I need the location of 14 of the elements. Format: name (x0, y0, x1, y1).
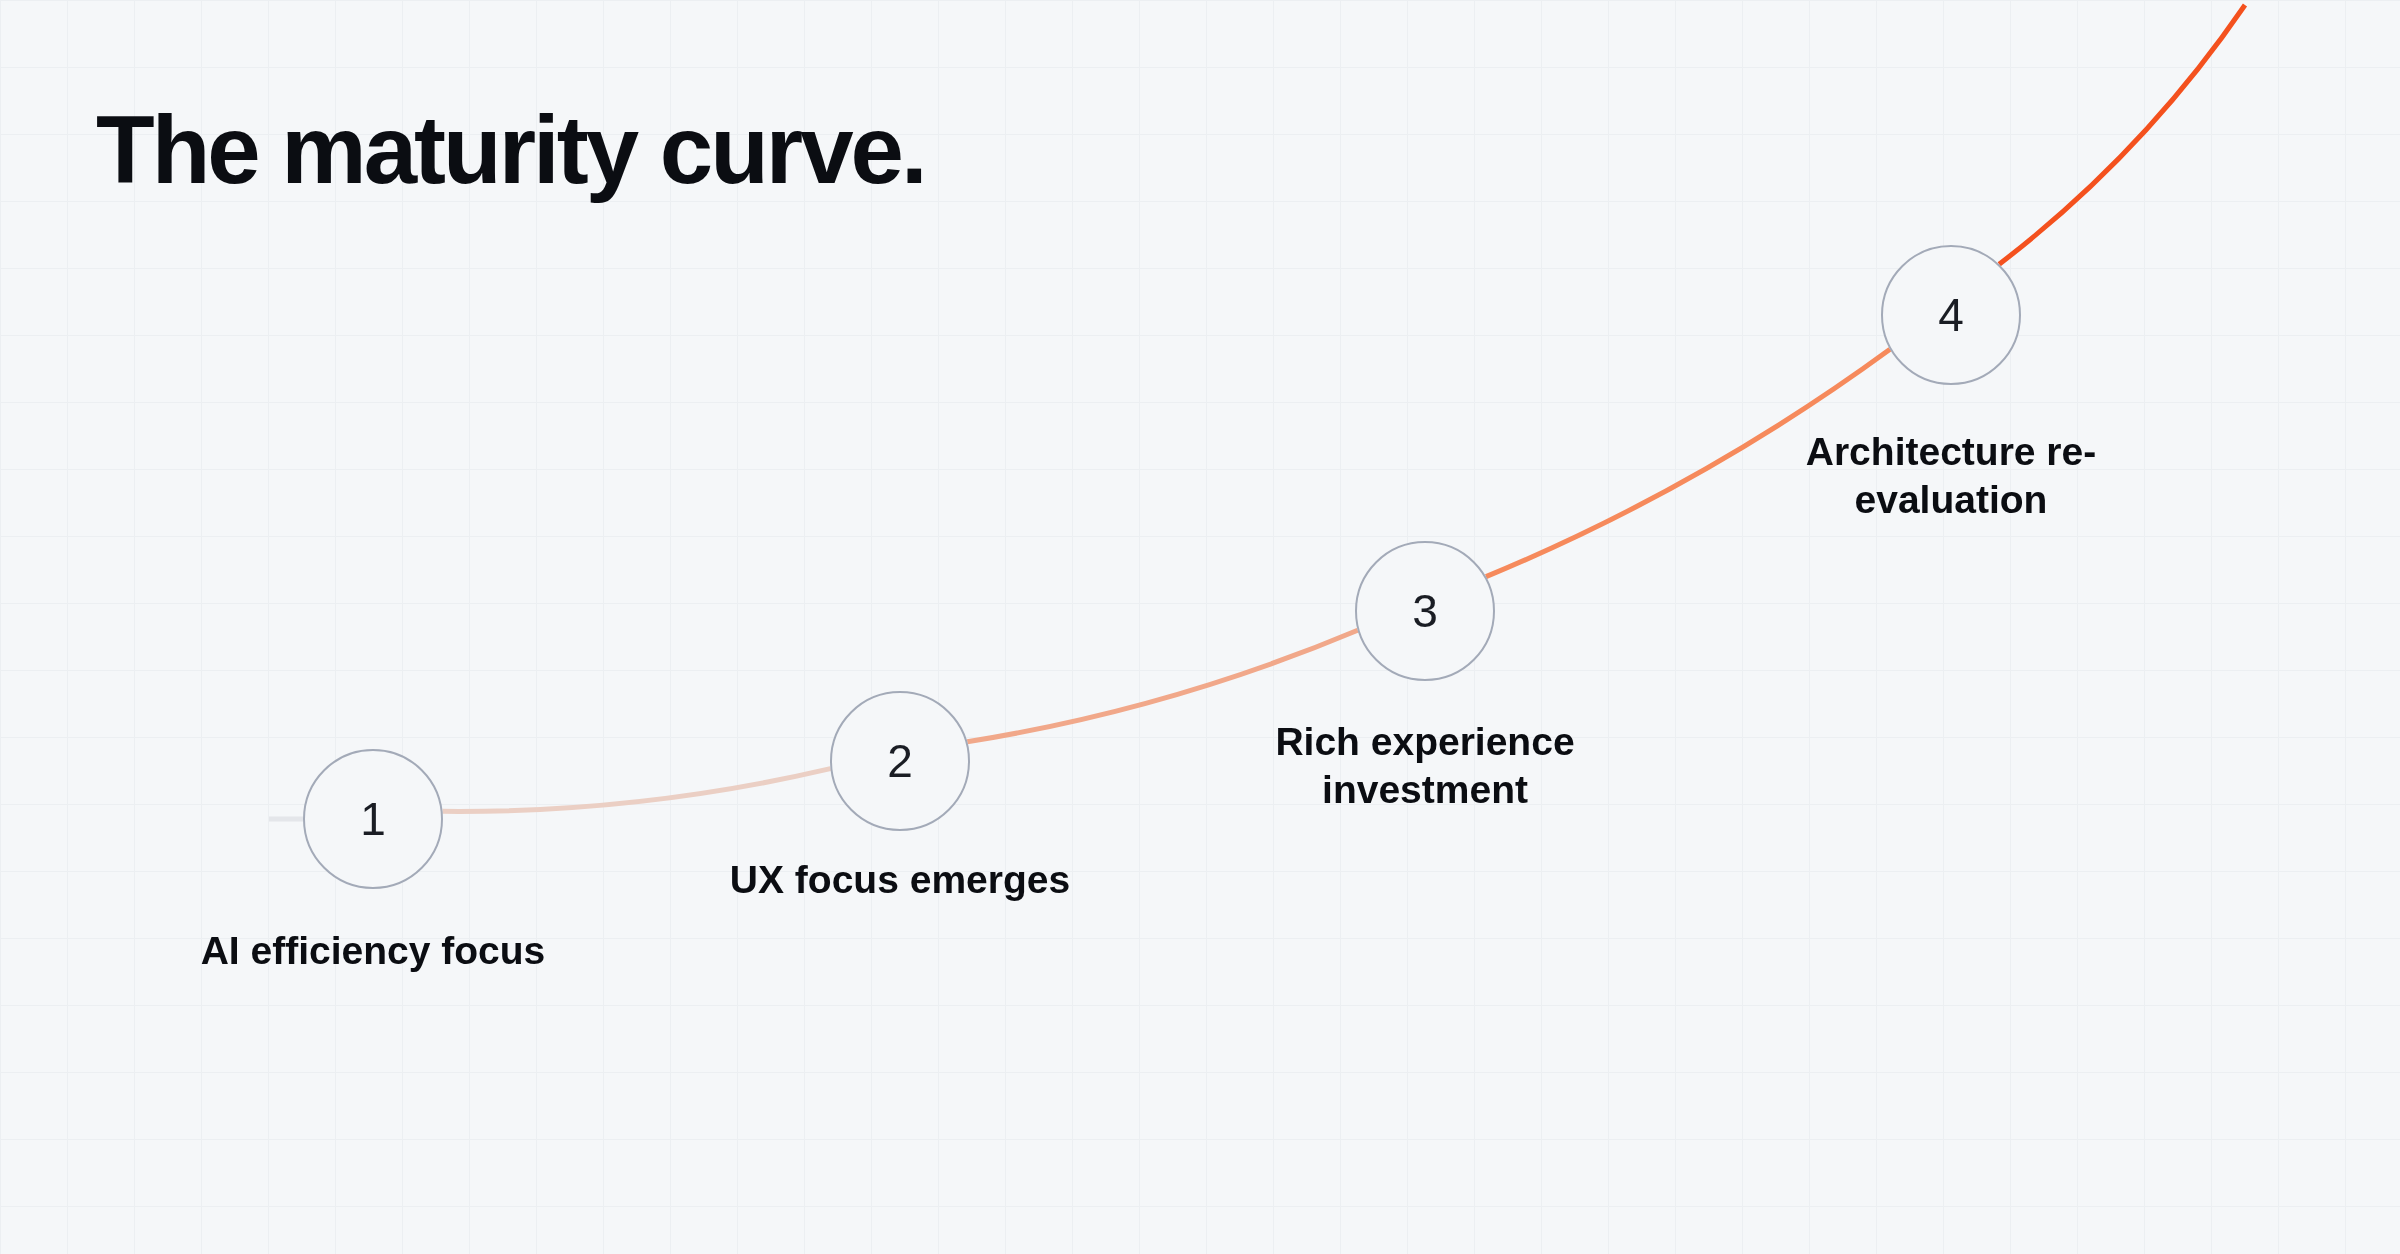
title: The maturity curve. (96, 95, 925, 205)
step-circle: 2 (830, 691, 970, 831)
curve-segment (442, 766, 831, 814)
curve-segment (1997, 3, 2248, 267)
step-label: Rich experience investment (1274, 719, 1576, 813)
curve-segment (1485, 347, 1892, 579)
step-label: UX focus emerges (728, 857, 1072, 903)
step-label: AI efficiency focus (199, 928, 547, 974)
step-circle: 3 (1355, 541, 1495, 681)
curve-segment (966, 627, 1359, 745)
step-circle: 1 (303, 749, 443, 889)
step-circle: 4 (1881, 245, 2021, 385)
curve-segment (269, 816, 303, 822)
step-label: Architecture re-evaluation (1804, 429, 2098, 523)
